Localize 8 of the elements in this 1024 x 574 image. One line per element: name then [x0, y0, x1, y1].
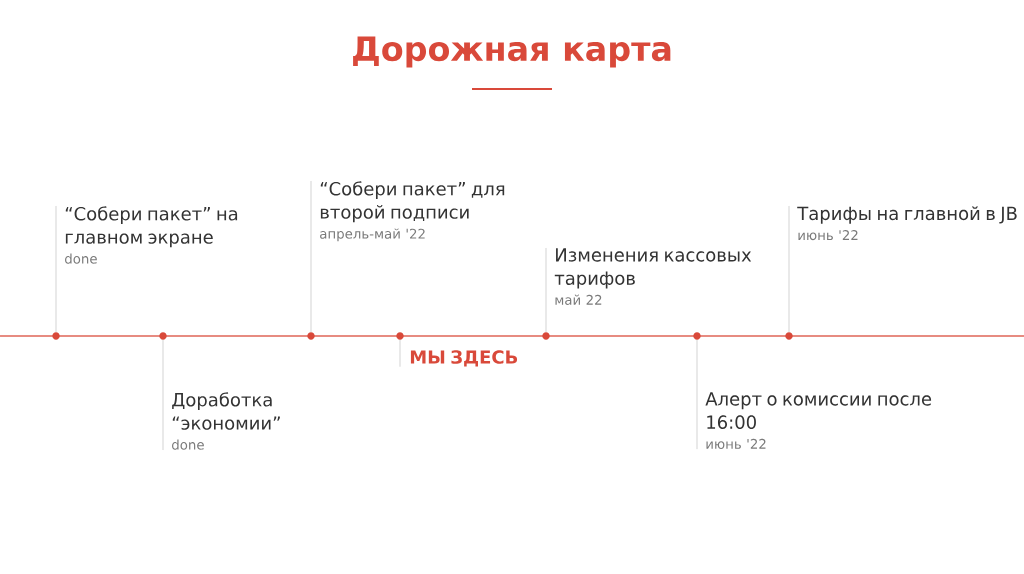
- milestone-text: Доработка “экономии” done: [172, 392, 280, 450]
- milestone-text: “Собери пакет” на главном экране done: [65, 206, 238, 264]
- milestone-text: “Собери пакет” для второй подписи апрель-май '22: [320, 181, 505, 242]
- milestone-text: Изменения кассовых тарифов май 22: [554, 248, 752, 305]
- milestone-text: МЫ ЗДЕСЬ: [410, 350, 518, 367]
- milestone-text: Тарифы на главной в JB июнь '22: [797, 206, 1017, 241]
- title: Дорожная карта: [353, 36, 671, 68]
- milestone-text: Алерт о комиссии после 16:00 июнь '22: [705, 392, 932, 449]
